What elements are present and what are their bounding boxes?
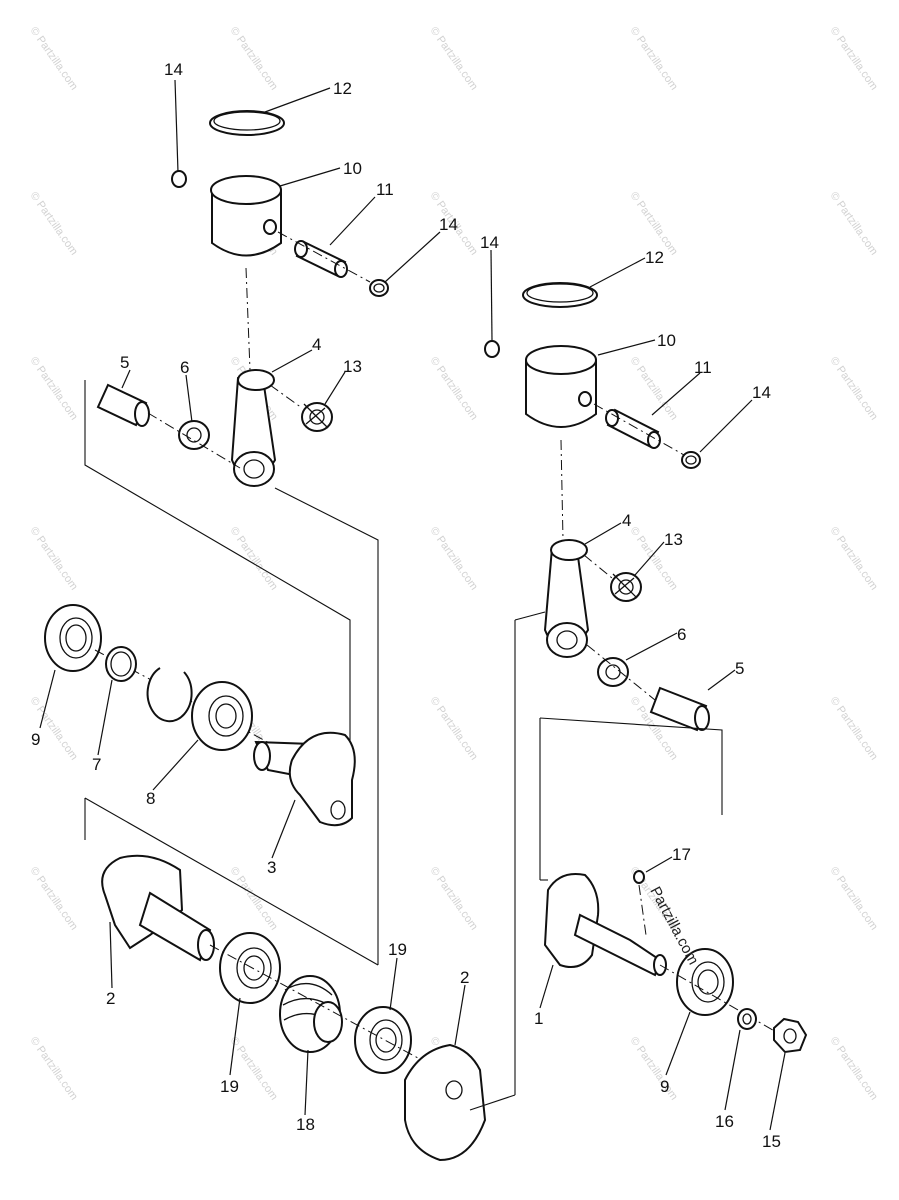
piston-left [210,175,282,257]
callout-6-left: 6 [180,358,189,377]
main-bearing-lower-left [219,932,281,1004]
watermark-layer: © Partzilla.com © Partzilla.com © Partzill… [28,25,880,1103]
crank-pin-left [96,383,150,427]
watermark-text: © Partzilla.com [628,1035,680,1103]
watermark-text: © Partzilla.com [428,865,480,933]
hex-nut-right [773,1017,808,1054]
leader-lines [39,79,786,1131]
crank-half-lower-right [404,1043,487,1162]
callout-4-right: 4 [622,511,631,530]
circlip-right-a [484,340,500,358]
callout-16: 16 [715,1112,734,1131]
watermark-text: © Partzilla.com [28,695,80,763]
circlip-left-b [369,279,389,297]
watermark-text: © Partzilla.com [828,355,880,423]
needle-bearing-left-upper [301,402,333,432]
watermark-text: © Partzilla.com [628,25,680,93]
callout-9-right: 9 [660,1077,669,1096]
woodruff-key [633,870,645,884]
wrist-pin-right [605,408,661,449]
circlip-left-a [171,170,187,188]
main-bearing-left [44,604,102,672]
callout-4-left: 4 [312,335,321,354]
watermark-text: © Partzilla.com [828,25,880,93]
piston-right [525,345,597,428]
callout-2-right: 2 [460,968,469,987]
seal-ring-left [105,646,137,682]
connecting-rod-right [543,539,590,658]
snap-ring-left [146,667,193,723]
callout-10-left: 10 [343,159,362,178]
callout-8: 8 [146,789,155,808]
crank-half-right [543,873,667,977]
watermark-text: © Partzilla.com [28,25,80,93]
watermark-text: © Partzilla.com [828,190,880,258]
crank-half-lower-left [101,854,215,962]
needle-bearing-left-lower [178,420,210,450]
watermark-text: © Partzilla.com [428,695,480,763]
callout-15: 15 [762,1132,781,1151]
partzilla-stamp: Partzilla.com [646,884,701,968]
needle-bearing-right-lower [597,657,629,687]
washer-right [737,1008,757,1030]
callout-14-right-b: 14 [752,383,771,402]
crank-pin-right [649,686,710,732]
callout-17: 17 [672,845,691,864]
watermark-text: © Partzilla.com [428,355,480,423]
main-bearing-lower-right [354,1006,412,1074]
watermark-text: © Partzilla.com [828,695,880,763]
callout-14-left-b: 14 [439,215,458,234]
labyrinth-seal [279,975,343,1053]
callout-7: 7 [92,755,101,774]
callout-19-left: 19 [220,1077,239,1096]
callout-1: 1 [534,1009,543,1028]
watermark-text: © Partzilla.com [628,355,680,423]
crank-half-upper [253,731,356,827]
callout-12-right: 12 [645,248,664,267]
watermark-text: © Partzilla.com [428,25,480,93]
callout-13-left: 13 [343,357,362,376]
watermark-text: © Partzilla.com [828,525,880,593]
callout-6-right: 6 [677,625,686,644]
callout-11-right: 11 [694,358,712,377]
piston-ring-right [522,282,598,308]
circlip-right-b [681,451,701,469]
callout-11-left: 11 [376,180,394,199]
connecting-rod-left [230,369,277,487]
callout-5-right: 5 [735,659,744,678]
watermark-text: © Partzilla.com [28,1035,80,1103]
callout-9-left: 9 [31,730,40,749]
main-bearing-center [191,681,253,751]
watermark-text: © Partzilla.com [828,865,880,933]
watermark-text: © Partzilla.com [28,355,80,423]
watermark-text: © Partzilla.com [428,525,480,593]
piston-ring-left [209,110,285,136]
callout-14-right-a: 14 [480,233,499,252]
callout-18: 18 [296,1115,315,1134]
callout-5-left: 5 [120,353,129,372]
callout-19-right: 19 [388,940,407,959]
callout-3: 3 [267,858,276,877]
watermark-text: © Partzilla.com [28,190,80,258]
watermark-text: © Partzilla.com [228,25,280,93]
callout-14-left-a: 14 [164,60,183,79]
needle-bearing-right-upper [610,572,642,602]
callout-2-left: 2 [106,989,115,1008]
watermark-text: © Partzilla.com [28,525,80,593]
callout-10-right: 10 [657,331,676,350]
watermark-text: © Partzilla.com [828,1035,880,1103]
watermark-text: © Partzilla.com [228,525,280,593]
callout-13-right: 13 [664,530,683,549]
callout-12-left: 12 [333,79,352,98]
wrist-pin-left [294,240,348,278]
watermark-text: © Partzilla.com [28,865,80,933]
